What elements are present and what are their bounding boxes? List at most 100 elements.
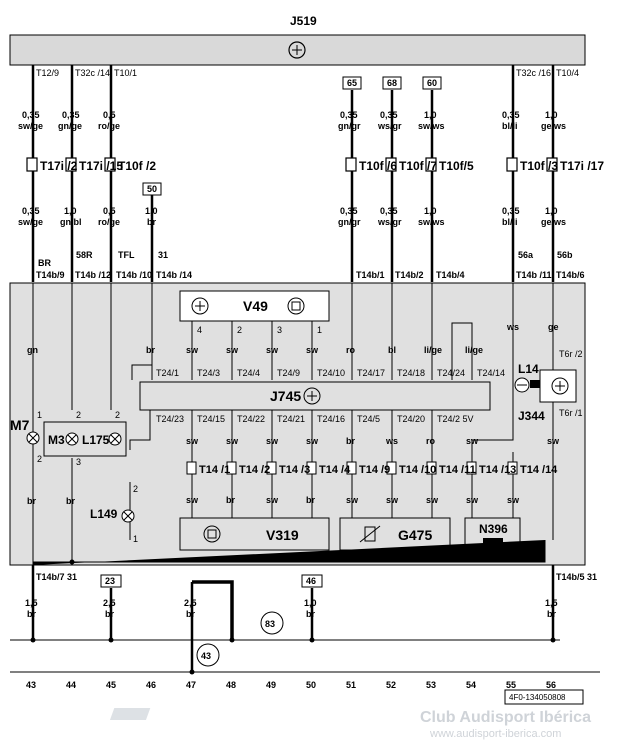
bottom-color-4: br	[306, 609, 315, 619]
l14-link	[530, 380, 540, 388]
inner-color-lige2: li/ge	[465, 345, 483, 355]
bconn-t14b-10: T14b /10	[116, 270, 152, 280]
color2-1: sw/ge	[18, 217, 43, 227]
j519-symbol-icon	[288, 41, 306, 59]
track-47: 47	[186, 680, 196, 690]
gauge2-3: 0,5	[103, 206, 116, 216]
pin-t12-9: T12/9	[36, 68, 59, 78]
t6r-1: T6r /1	[559, 408, 583, 418]
inner-color-sw4: sw	[306, 345, 319, 355]
j344-symbol-icon	[551, 377, 569, 395]
color2-5: gn/gr	[338, 217, 361, 227]
v49-symbol-icon	[191, 297, 209, 315]
bottom-gauge-1: 1,5	[25, 598, 38, 608]
inner-wires	[32, 283, 554, 410]
l149-pin-2: 2	[133, 484, 138, 494]
coil-icon	[483, 538, 503, 544]
left-color-br-1: br	[27, 496, 36, 506]
ref-60: 60	[427, 78, 437, 88]
track-49: 49	[266, 680, 276, 690]
label-br: BR	[38, 258, 51, 268]
bconn-t14b-6: T14b/6	[556, 270, 585, 280]
conn-t17i-15: T17i /15	[79, 159, 123, 173]
color-2: gn/ge	[58, 121, 82, 131]
gauge-8: 1,0	[545, 110, 558, 120]
pin-t32c-16: T32c /16	[516, 68, 551, 78]
lower2-color-5: sw	[346, 495, 359, 505]
lower2-color-2: br	[226, 495, 235, 505]
v49-label: V49	[243, 298, 268, 314]
bottom-conn-t14b-7: T14b/7 31	[36, 572, 77, 582]
ground-ref-83	[260, 611, 284, 635]
track-43: 43	[26, 680, 36, 690]
inner-ground-line	[32, 540, 546, 565]
g475-box	[339, 517, 451, 551]
v319-label: V319	[266, 527, 299, 543]
lower2-color-7: sw	[426, 495, 439, 505]
ref-boxes: 65 68 60 50	[142, 76, 442, 196]
j745-pin-t24-17: T24/17	[357, 368, 385, 378]
inner-color-lige1: li/ge	[424, 345, 442, 355]
v319-motor-icon	[203, 525, 221, 543]
color2-8: bl/li	[502, 217, 518, 227]
label-56b: 56b	[557, 250, 573, 260]
track-52: 52	[386, 680, 396, 690]
bottom-color-1: br	[27, 609, 36, 619]
lower2-color-9: sw	[507, 495, 520, 505]
lower-color-9: sw	[547, 436, 560, 446]
ground-ref-43-label: 43	[201, 651, 211, 661]
bottom-wires	[31, 565, 555, 672]
inner-color-ws: ws	[506, 322, 519, 332]
bottom-ref-23: 23	[105, 576, 115, 586]
m3-pin-2: 2	[76, 410, 81, 420]
gauge-1: 0,35	[22, 110, 40, 120]
color2-3: ro/ge	[98, 217, 120, 227]
j745-pin-t24-3: T24/3	[197, 368, 220, 378]
lower-color-2: sw	[226, 436, 239, 446]
l14-lamp-icon	[514, 377, 530, 393]
gauge2-6: 0,35	[380, 206, 398, 216]
ref-box-23	[100, 574, 122, 588]
j745-symbol-icon	[303, 387, 321, 405]
track-53: 53	[426, 680, 436, 690]
inner-color-gn: gn	[27, 345, 38, 355]
j745-label: J745	[270, 388, 301, 404]
v49-pin-2: 2	[237, 325, 242, 335]
m7-label: M7	[10, 417, 30, 433]
track-45: 45	[106, 680, 116, 690]
gauge2-2: 1,0	[64, 206, 77, 216]
t14-13: T14 /13	[479, 464, 516, 476]
conn-t10f-3: T10f /3	[520, 159, 558, 173]
track-50: 50	[306, 680, 316, 690]
pin-t10-4: T10/4	[556, 68, 579, 78]
bottom-gauge-5: 1,5	[545, 598, 558, 608]
n396-label: N396	[479, 522, 508, 536]
conn-t10f-6: T10f /6	[359, 159, 397, 173]
ref-68: 68	[387, 78, 397, 88]
j745-pin-t24-14: T24/14	[477, 368, 505, 378]
lower2-color-3: sw	[266, 495, 279, 505]
l149-label: L149	[90, 507, 118, 521]
ground-ref-83-label: 83	[265, 619, 275, 629]
color-3: ro/ge	[98, 121, 120, 131]
track-55: 55	[506, 680, 516, 690]
t14-1: T14 /1	[199, 464, 230, 476]
sensor-icon	[359, 525, 381, 543]
bottom-gauge-3: 2,5	[184, 598, 197, 608]
m3-lamp-icon	[65, 432, 79, 446]
lower-color-7: ro	[426, 436, 436, 446]
ground-ref-43	[196, 643, 220, 667]
track-46: 46	[146, 680, 156, 690]
doc-code: 4F0-134050808	[509, 693, 566, 702]
bconn-t14b-4: T14b/4	[436, 270, 465, 280]
inner-color-bl: bl	[388, 345, 396, 355]
l149-lamp-icon	[121, 509, 135, 523]
j745-pin-t24-2: T24/2 5V	[437, 414, 474, 424]
bottom-gauge-4: 1,0	[304, 598, 317, 608]
inner-color-sw3: sw	[266, 345, 279, 355]
j344-label: J344	[518, 409, 545, 423]
pin-t10-1: T10/1	[114, 68, 137, 78]
ref-65: 65	[347, 78, 357, 88]
color-4: gn/gr	[338, 121, 361, 131]
label-tfl: TFL	[118, 250, 135, 260]
